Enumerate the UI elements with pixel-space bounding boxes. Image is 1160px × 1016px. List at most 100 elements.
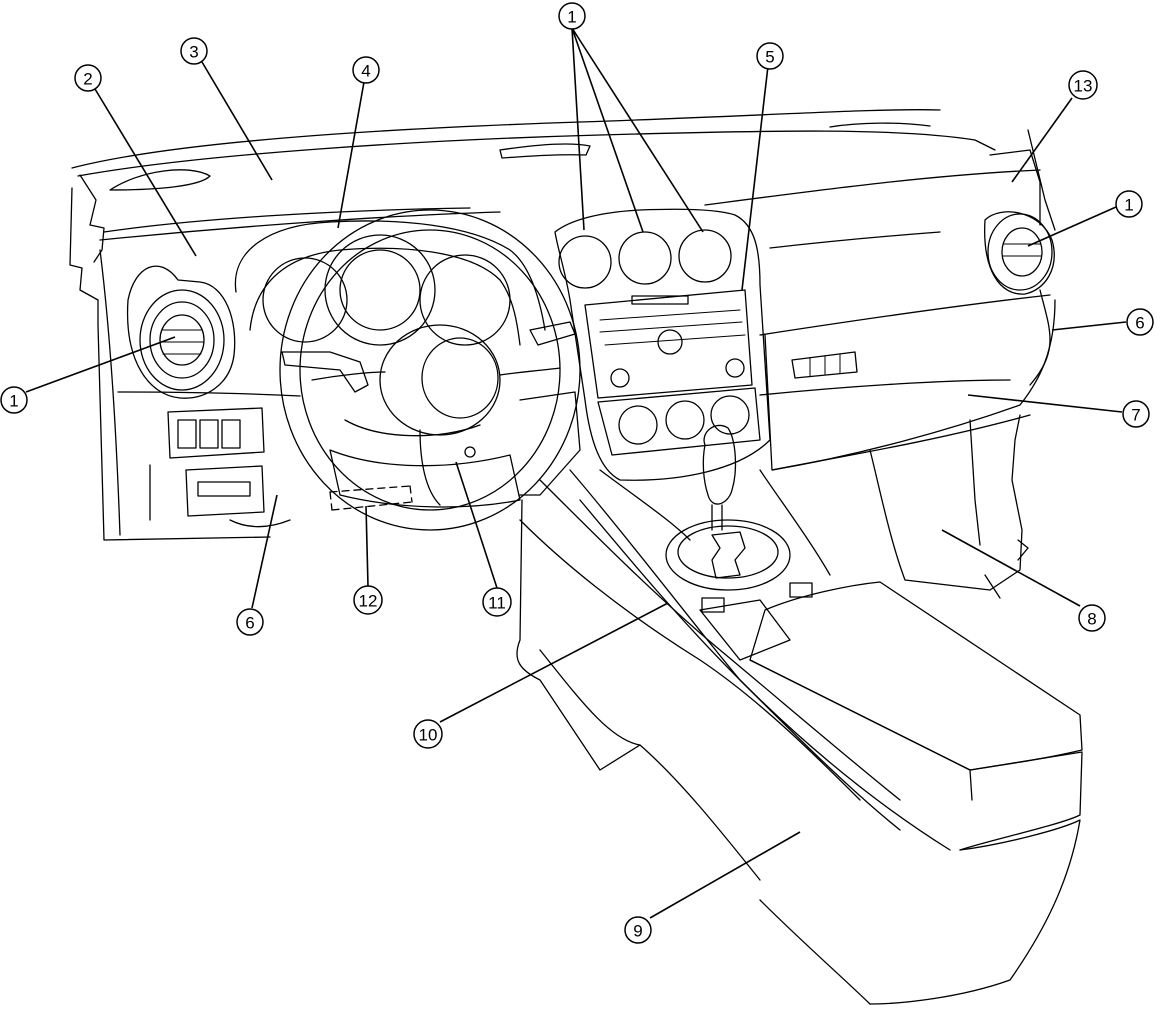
left-lower-switch — [185, 465, 265, 517]
callout-9: 9 — [624, 916, 652, 944]
callout-1-right: 1 — [1115, 190, 1143, 218]
left-switch-2 — [199, 419, 219, 449]
steering-wheel-rim — [279, 209, 581, 531]
steering-wheel-spoke-right — [499, 367, 561, 376]
lower-left-floor-2 — [539, 649, 641, 746]
callout-7-label: 7 — [1131, 406, 1140, 425]
audio-unit — [584, 289, 753, 399]
audio-knob-center — [657, 329, 683, 355]
right-kick-inner — [969, 419, 981, 546]
dash-upper-face — [99, 211, 501, 241]
right-vent-louvers — [1002, 243, 1042, 257]
callout-9-label: 9 — [633, 922, 642, 941]
console-switch-1 — [701, 597, 725, 613]
right-pillar — [1027, 129, 1056, 231]
dash-top-edge — [71, 109, 941, 169]
center-vent-left — [558, 235, 612, 289]
leader-11 — [455, 461, 498, 589]
shift-gate — [711, 531, 746, 579]
left-lower-switch-slot — [197, 481, 251, 497]
left-pillar-bracket — [79, 174, 105, 263]
leader-1-left — [25, 336, 176, 393]
steering-wheel-spoke-left — [311, 371, 386, 381]
console-bottom — [759, 899, 871, 1005]
left-switch-3 — [221, 419, 241, 449]
leader-4 — [337, 81, 365, 229]
callout-1-top: 1 — [558, 2, 586, 30]
console-rear — [869, 819, 1081, 1005]
center-stack-outline — [554, 208, 771, 481]
console-left-side-3 — [569, 469, 951, 851]
callout-5: 5 — [756, 42, 784, 70]
leader-13 — [1011, 97, 1073, 183]
steering-column-key — [464, 446, 476, 458]
steering-column-cover — [329, 449, 521, 508]
console-front — [599, 469, 831, 576]
callout-12: 12 — [353, 585, 383, 615]
left-switch-1 — [177, 419, 197, 449]
passenger-lower-panel — [759, 379, 1011, 396]
cluster-gauge-center — [324, 234, 436, 346]
turn-signal-stalk — [281, 351, 369, 393]
callout-10-label: 10 — [419, 726, 438, 745]
right-side-panel — [989, 149, 1041, 226]
steering-wheel-airbag — [421, 337, 499, 419]
lower-left-floor — [516, 499, 761, 881]
audio-display — [631, 295, 689, 305]
leader-8 — [941, 529, 1081, 607]
dash-right-slot — [829, 122, 931, 128]
callout-8: 8 — [1078, 604, 1106, 632]
audio-buttons-row — [599, 309, 746, 346]
callout-11-label: 11 — [488, 594, 506, 613]
audio-knob-right — [725, 358, 745, 378]
steering-wheel-hub — [379, 324, 501, 436]
leader-10 — [439, 602, 669, 723]
left-vent-ring — [149, 301, 215, 379]
audio-knob-left — [610, 368, 630, 388]
left-lower-panel — [117, 391, 301, 397]
armrest-side — [959, 751, 1083, 851]
left-vent-louvers — [159, 329, 205, 355]
glovebox-bottom — [771, 414, 1031, 471]
dashboard-artwork — [69, 109, 1083, 1005]
cupholder-area — [699, 599, 791, 661]
glovebox-handle-slots — [809, 354, 841, 377]
leader-1-top-a — [571, 27, 585, 231]
dash-defroster-slot — [499, 143, 591, 159]
cluster-hood — [234, 220, 546, 331]
lower-trim-dashed-top — [329, 485, 411, 493]
callouts: 1 1 1 2 3 4 5 6 — [0, 2, 1154, 944]
passenger-dash-face — [759, 294, 1051, 336]
console-left-side — [519, 519, 861, 801]
lower-trim-dashed-side — [329, 485, 413, 511]
passenger-upper-line — [769, 231, 941, 249]
dash-upper-face-right — [704, 169, 1041, 206]
glovebox-outline — [764, 299, 1056, 471]
left-pillar-inner — [99, 249, 121, 536]
callout-1-top-label: 1 — [567, 8, 576, 27]
lower-trim-dashed-bottom — [331, 501, 413, 511]
callout-2: 2 — [74, 64, 102, 92]
cluster-gauge-left — [262, 257, 348, 343]
leader-1-top-c — [571, 27, 704, 233]
callout-3: 3 — [180, 37, 208, 65]
shift-boot-inner — [677, 525, 779, 579]
climate-panel — [597, 387, 761, 456]
right-vent-inner — [1001, 227, 1043, 277]
climate-knob-left — [618, 405, 658, 445]
glovebox-handle — [791, 351, 858, 379]
leader-12 — [365, 505, 369, 587]
left-vent-outer — [139, 289, 225, 391]
console-left-side-2 — [539, 479, 901, 801]
cluster-hood-inner — [249, 247, 521, 346]
leader-1-right — [1027, 206, 1117, 247]
steering-wheel-rim-inner — [299, 229, 561, 511]
left-knee-panel — [149, 464, 291, 528]
callout-1-left: 1 — [0, 386, 28, 414]
armrest-front — [749, 659, 973, 801]
callout-1-right-label: 1 — [1124, 196, 1133, 215]
dash-left-speaker — [109, 169, 211, 191]
callout-11: 11 — [482, 587, 512, 617]
center-vent-right — [678, 229, 732, 283]
